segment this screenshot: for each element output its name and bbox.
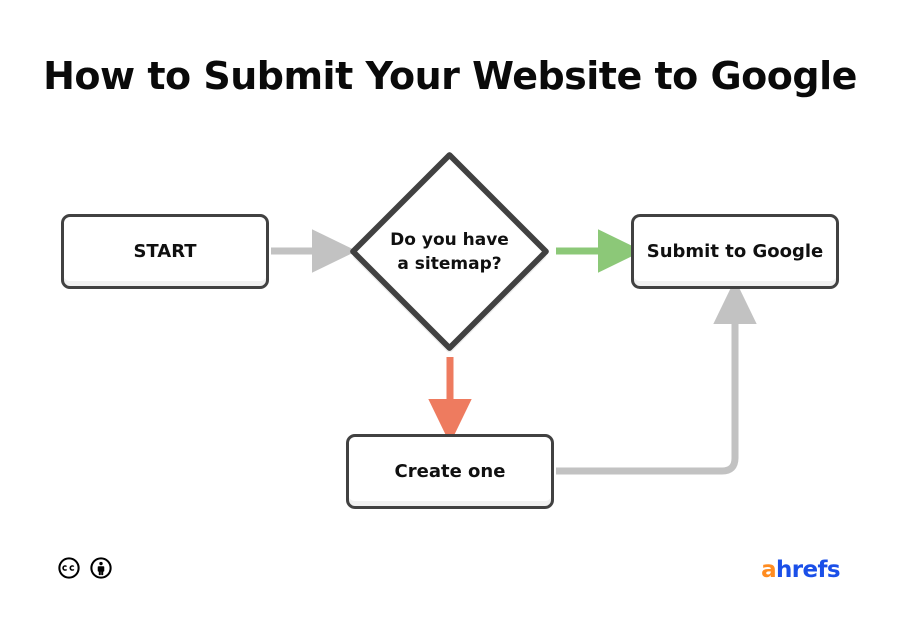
brand-logo-first-letter: a [761,557,777,583]
license-icons [58,557,112,584]
creative-commons-by-icon [90,557,112,584]
page-title: How to Submit Your Website to Google [43,54,857,98]
brand-logo-rest: hrefs [775,557,841,583]
node-submit-label: Submit to Google [646,240,824,262]
node-submit-to-google[interactable]: Submit to Google [631,214,839,289]
node-create-one[interactable]: Create one [346,434,554,509]
brand-logo-ahrefs: ahrefs [761,556,841,584]
edge-create-one-to-submit [556,279,757,475]
node-decision-sitemap[interactable]: Do you have a sitemap? [345,147,554,356]
node-create-one-label: Create one [394,460,506,482]
node-decision-label: Do you have a sitemap? [390,229,509,274]
diamond-shape [350,152,549,353]
creative-commons-icon [58,557,80,584]
node-start[interactable]: START [61,214,269,289]
node-start-label: START [133,240,197,262]
